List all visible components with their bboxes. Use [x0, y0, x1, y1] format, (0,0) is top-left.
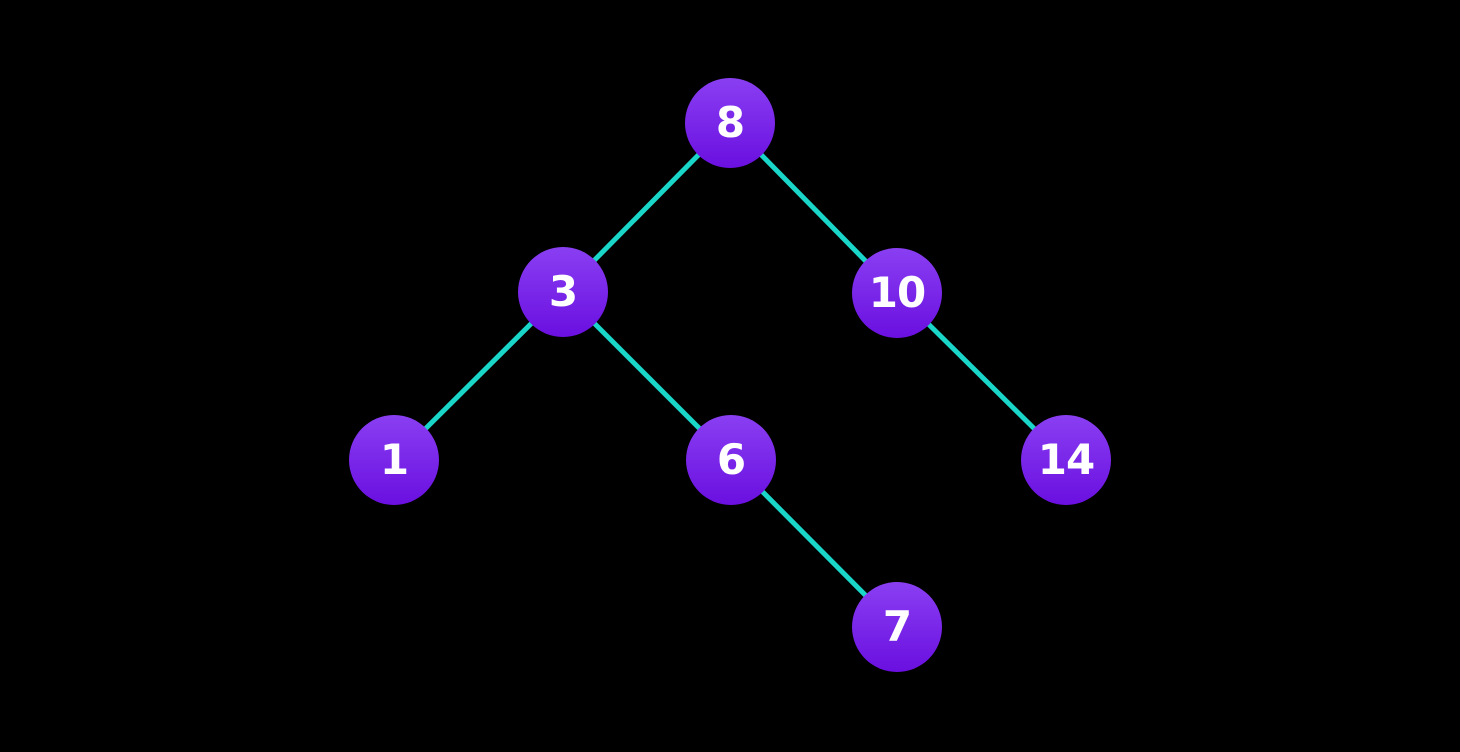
tree-node-1: 1	[349, 415, 439, 505]
tree-node-10: 10	[852, 248, 942, 338]
tree-node-label: 8	[715, 98, 745, 147]
tree-node-7: 7	[852, 582, 942, 672]
tree-node-3: 3	[518, 247, 608, 337]
tree-node-6: 6	[686, 415, 776, 505]
tree-node-8: 8	[685, 78, 775, 168]
tree-node-label: 1	[379, 435, 409, 484]
tree-node-label: 7	[882, 602, 912, 651]
tree-node-label: 14	[1037, 435, 1095, 484]
tree-node-label: 10	[868, 268, 926, 317]
tree-node-label: 6	[716, 435, 746, 484]
tree-node-label: 3	[548, 267, 578, 316]
tree-node-14: 14	[1021, 415, 1111, 505]
